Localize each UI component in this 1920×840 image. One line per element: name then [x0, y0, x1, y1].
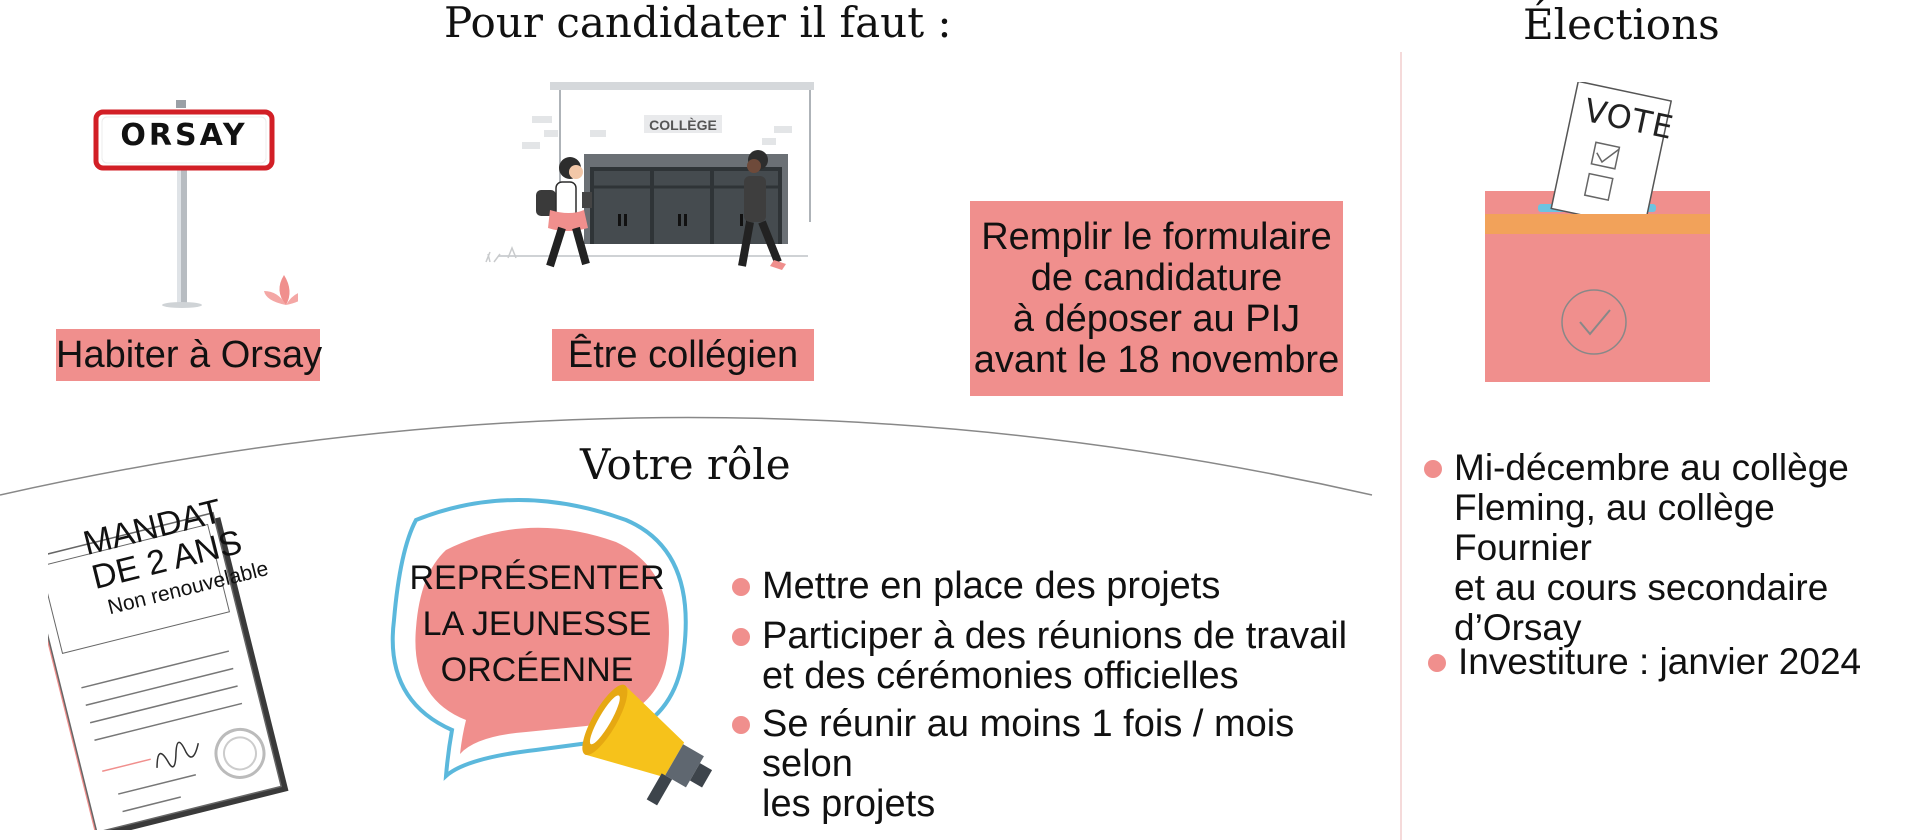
elections-item-investiture: Investiture : janvier 2024	[1428, 642, 1908, 682]
label-habiter-orsay: Habiter à Orsay	[56, 329, 322, 381]
elections-item-line: Mi-décembre au collège	[1454, 447, 1849, 488]
orsay-sign-text: ORSAY	[120, 118, 248, 153]
form-line-1: Remplir le formulaire	[981, 215, 1332, 258]
role-item: Se réunir au moins 1 fois / mois selon l…	[732, 704, 1392, 824]
bullet-dot-icon	[732, 578, 750, 596]
elections-item-date: Mi-décembre au collège Fleming, au collè…	[1424, 448, 1920, 648]
orsay-road-sign	[93, 100, 298, 308]
label-formulaire: Remplir le formulaire de candidature à d…	[970, 201, 1343, 396]
bubble-line-2: LA JEUNESSE	[422, 605, 652, 643]
bullet-dot-icon	[1428, 654, 1446, 672]
role-item-line: Participer à des réunions de travail	[762, 615, 1348, 657]
label-etre-collegien: Être collégien	[552, 329, 814, 381]
bullet-dot-icon	[1424, 460, 1442, 478]
bubble-line-1: REPRÉSENTER	[409, 559, 665, 597]
role-item-line: Se réunir au moins 1 fois / mois selon	[762, 703, 1295, 785]
bubble-line-3: ORCÉENNE	[440, 651, 634, 689]
elections-item-line: Fleming, au collège Fournier	[1454, 487, 1775, 568]
bullet-dot-icon	[732, 628, 750, 646]
mandate-document-icon	[48, 511, 289, 830]
form-line-2: de candidature	[1030, 256, 1283, 299]
title-elections: Élections	[1523, 0, 1720, 49]
title-votre-role: Votre rôle	[580, 440, 791, 489]
elections-list-investiture: Investiture : janvier 2024	[1428, 642, 1908, 682]
college-sign-text: COLLÈGE	[649, 117, 717, 133]
role-item: Mettre en place des projets	[732, 566, 1392, 606]
role-item-line: et des cérémonies officielles	[762, 655, 1239, 697]
role-item: Participer à des réunions de travail et …	[732, 616, 1392, 696]
megaphone-icon	[582, 684, 713, 806]
title-candidater: Pour candidater il faut :	[444, 0, 952, 47]
elections-item-line: et au cours secondaire d’Orsay	[1454, 567, 1829, 648]
speech-bubble	[390, 498, 688, 781]
role-item-line: les projets	[762, 783, 936, 825]
form-line-4: avant le 18 novembre	[973, 338, 1340, 381]
elections-item-line: Investiture : janvier 2024	[1458, 641, 1862, 682]
elections-list: Mi-décembre au collège Fleming, au collè…	[1424, 448, 1920, 648]
bullet-dot-icon	[732, 716, 750, 734]
form-line-3: à déposer au PIJ	[1012, 297, 1301, 340]
ballot-box-icon	[1485, 82, 1710, 382]
role-list: Mettre en place des projets Participer à…	[732, 566, 1392, 824]
college-building-illustration	[485, 82, 814, 270]
role-item-line: Mettre en place des projets	[762, 565, 1221, 607]
speech-bubble-text: REPRÉSENTER LA JEUNESSE ORCÉENNE	[392, 555, 682, 693]
